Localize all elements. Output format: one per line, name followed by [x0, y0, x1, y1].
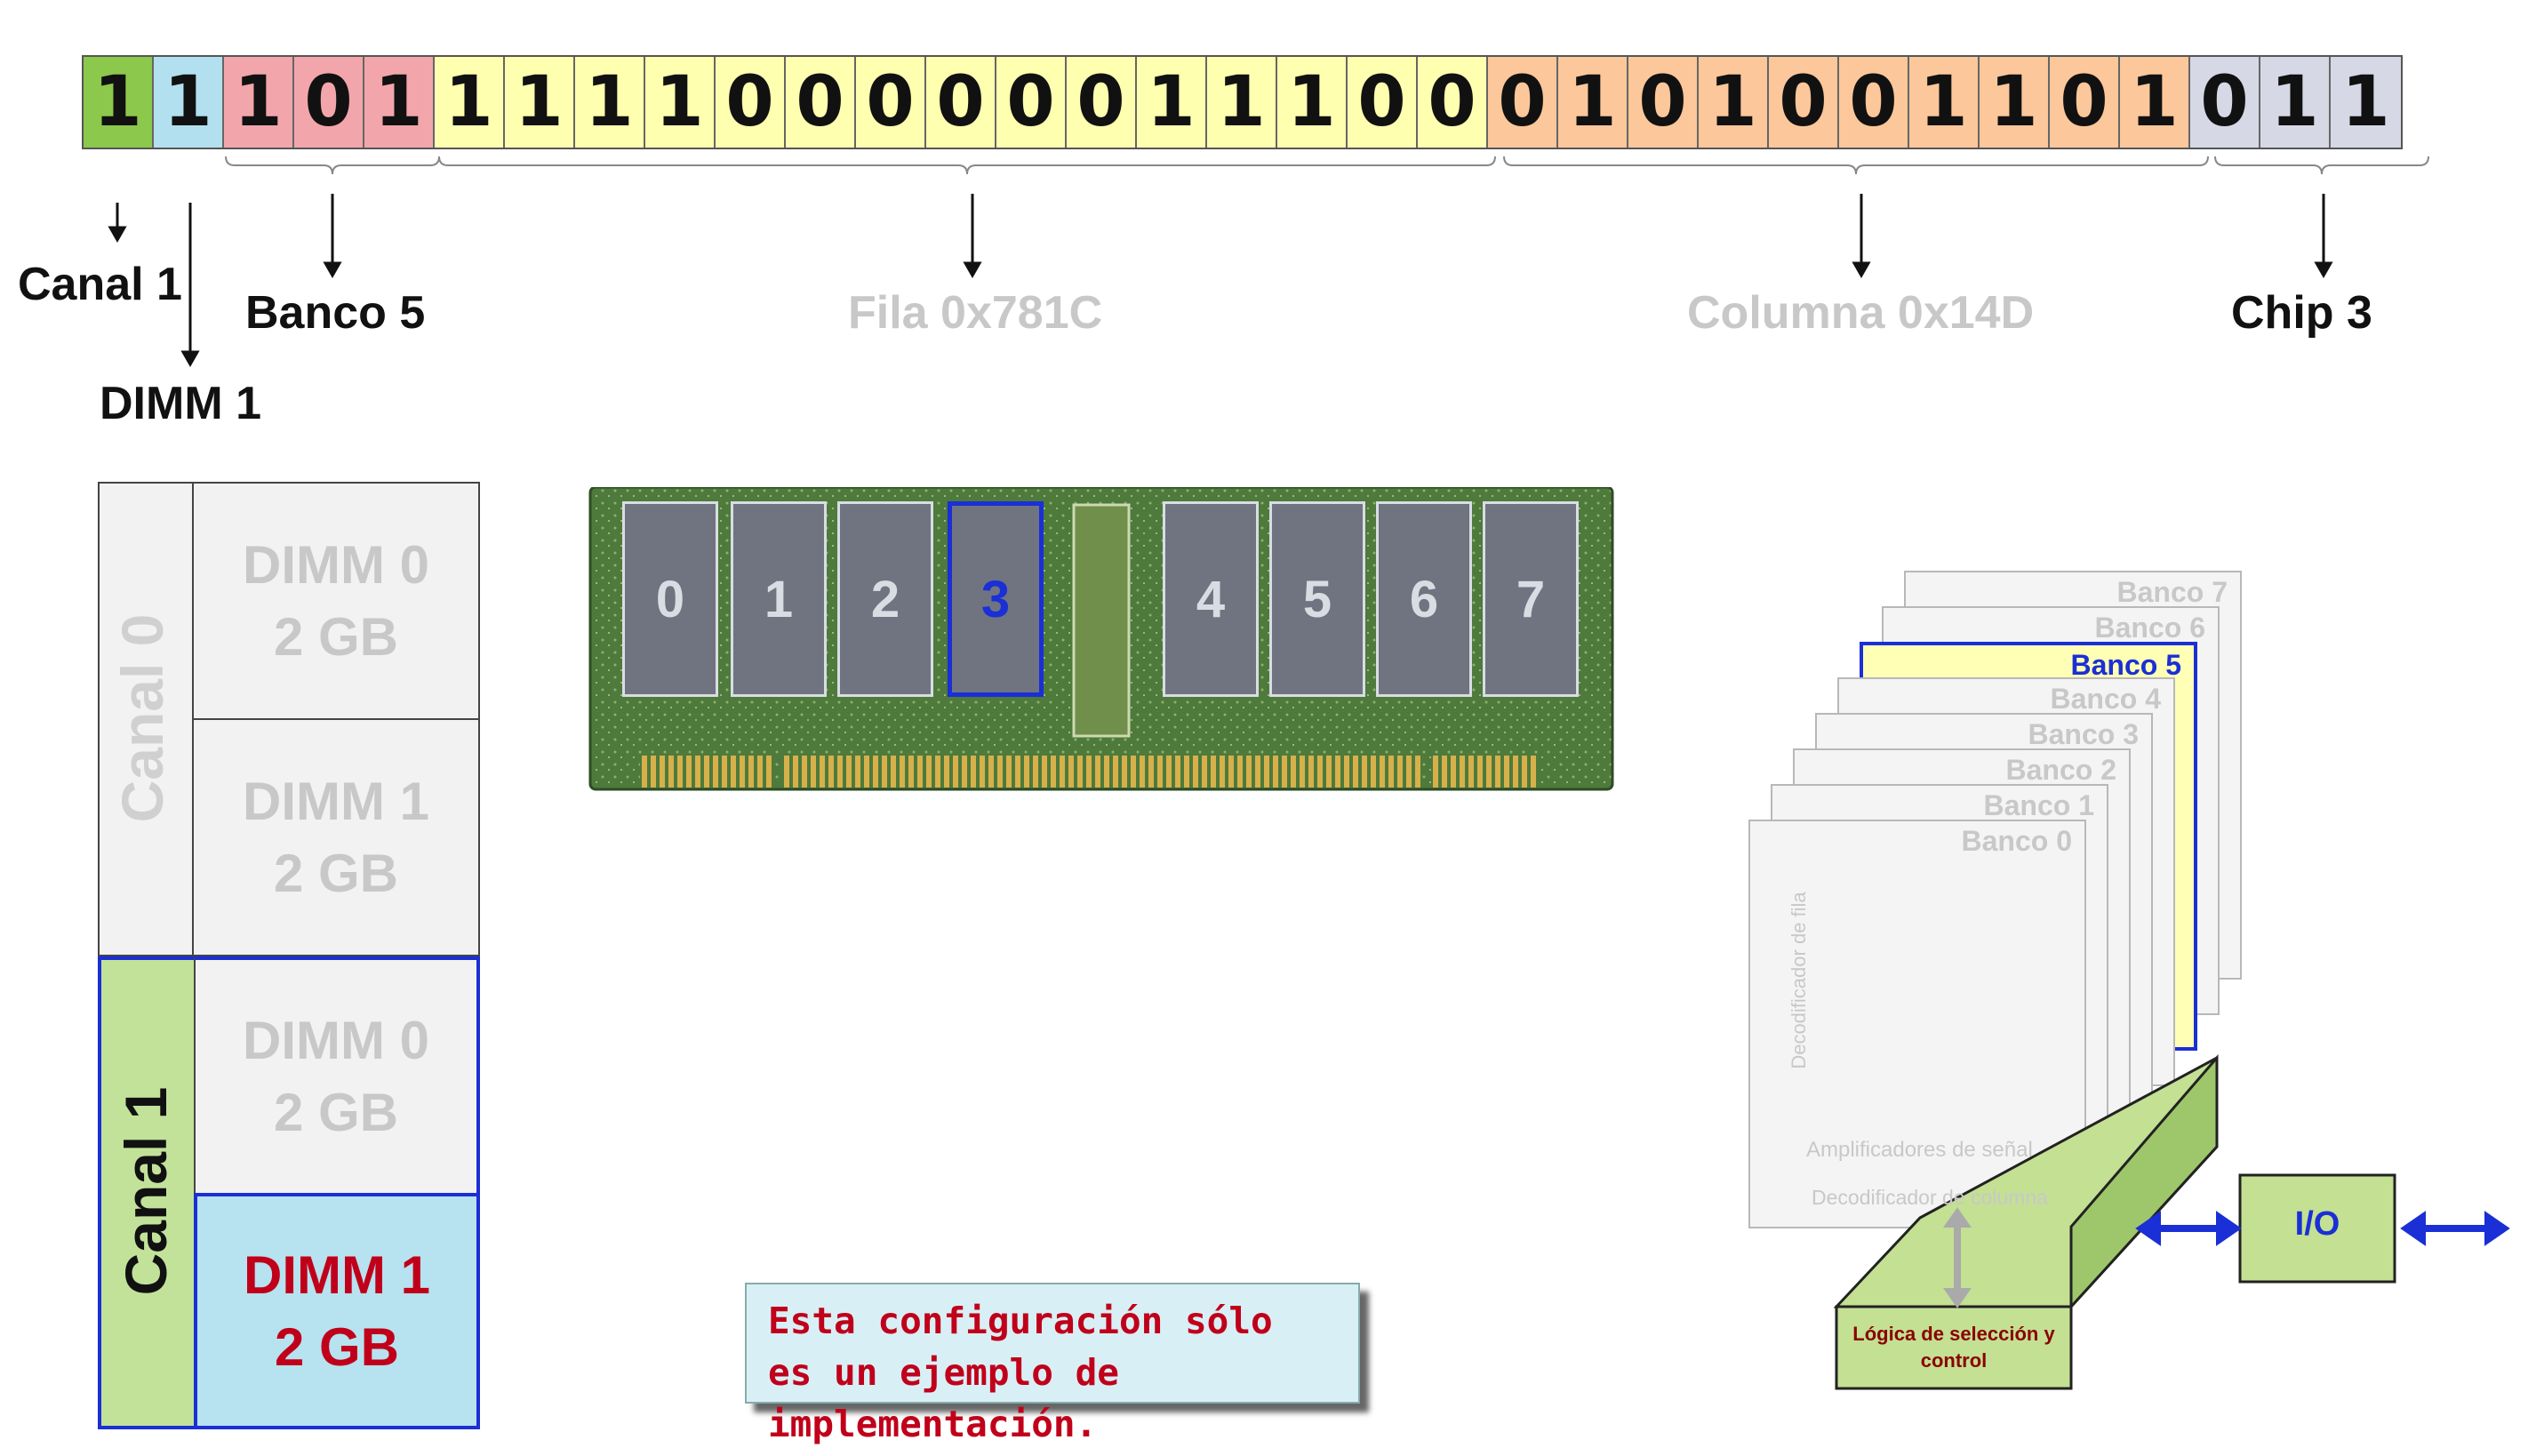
address-bit: 1 [224, 57, 294, 148]
module-chip-label: 6 [1409, 570, 1439, 628]
dimm-cell-1-size: 2 GB [273, 844, 399, 903]
address-bit: 0 [1067, 57, 1137, 148]
dimm-cell-0-size: 2 GB [273, 607, 399, 667]
chip-label: Chip 3 [2231, 287, 2372, 339]
address-bit: 1 [1558, 57, 1628, 148]
module-chip: 4 [1163, 501, 1259, 697]
address-bit: 0 [996, 57, 1067, 148]
dimm-cell-2: DIMM 0 2 GB [194, 956, 480, 1195]
address-bit: 0 [1348, 57, 1418, 148]
module-chip-label: 0 [655, 570, 685, 628]
address-bit: 0 [1769, 57, 1839, 148]
address-bit: 0 [2050, 57, 2120, 148]
dimm-cell-1: DIMM 1 2 GB [192, 718, 480, 956]
implementation-note: Esta configuración sólo es un ejemplo de… [745, 1283, 1360, 1445]
address-bit: 1 [364, 57, 435, 148]
dimm-label: DIMM 1 [100, 378, 261, 429]
dimm-cell-0-name: DIMM 0 [243, 535, 429, 595]
canal1-label: Canal 1 [113, 1086, 179, 1296]
address-bit: 1 [645, 57, 716, 148]
module-chip: 7 [1483, 501, 1579, 697]
module-chip-label: 7 [1516, 570, 1546, 628]
bank-label: Banco 1 [1983, 789, 2094, 821]
address-bit: 0 [1488, 57, 1558, 148]
dimm-table: Canal 0 DIMM 0 2 GB DIMM 1 2 GB Canal 1 … [98, 482, 480, 1429]
logic-label: Lógica de selección y control [1852, 1323, 2055, 1372]
address-bit: 0 [856, 57, 926, 148]
address-bit: 1 [1980, 57, 2050, 148]
dimm-cell-1-name: DIMM 1 [243, 772, 429, 831]
address-bit: 0 [294, 57, 364, 148]
dimm-cell-2-size: 2 GB [273, 1083, 399, 1142]
dimm-cell-0: DIMM 0 2 GB [192, 482, 480, 720]
module-chip-label: 4 [1196, 570, 1226, 628]
bank-label: Banco 2 [2005, 754, 2116, 786]
canal-label: Canal 1 [18, 259, 182, 310]
address-bit: 1 [1699, 57, 1769, 148]
module-chip-label: 3 [980, 570, 1011, 628]
banco-label: Banco 5 [245, 287, 426, 339]
address-bit: 1 [575, 57, 645, 148]
row-decoder-label: Decodificador de fila [1788, 892, 1810, 1069]
dimm-cell-3-size: 2 GB [274, 1317, 400, 1377]
dimm-cell-3-selected: DIMM 1 2 GB [194, 1193, 480, 1429]
module-chip: 1 [731, 501, 827, 697]
address-bit: 1 [1277, 57, 1348, 148]
fila-label: Fila 0x781C [848, 287, 1103, 339]
bank-label: Banco 0 [1961, 825, 2072, 857]
sense-amps-label: Amplificadores de señal [1806, 1138, 2033, 1162]
address-bit: 0 [1839, 57, 1909, 148]
address-bit: 1 [505, 57, 575, 148]
bank-label: Banco 6 [2094, 612, 2205, 644]
bank-logic-diagram [1833, 1053, 2510, 1390]
dimm-cell-2-name: DIMM 0 [243, 1011, 429, 1070]
module-chip-label: 1 [764, 570, 794, 628]
address-bit: 1 [2120, 57, 2190, 148]
address-bit: 1 [1909, 57, 1980, 148]
canal0-cell [98, 482, 194, 956]
module-chip-label: 5 [1302, 570, 1332, 628]
dimm-cell-3-name: DIMM 1 [244, 1245, 430, 1305]
address-bit: 0 [1628, 57, 1699, 148]
bank-label: Banco 3 [2028, 718, 2139, 750]
bank-label: Banco 4 [2050, 683, 2161, 715]
module-chip-label: 2 [870, 570, 900, 628]
address-bit: 1 [1207, 57, 1277, 148]
canal1-cell [98, 956, 196, 1429]
columna-label: Columna 0x14D [1687, 287, 2035, 339]
module-chip: 2 [837, 501, 933, 697]
address-bit: 0 [1418, 57, 1488, 148]
bank-label: Banco 7 [2116, 576, 2228, 608]
address-bit: 1 [84, 57, 154, 148]
address-bit: 1 [2331, 57, 2401, 148]
address-bit: 0 [926, 57, 996, 148]
module-chip: 3 [948, 501, 1044, 697]
address-bit: 1 [435, 57, 505, 148]
address-bit: 1 [154, 57, 224, 148]
field-braces [108, 156, 2429, 368]
address-bit: 1 [1137, 57, 1207, 148]
io-label: I/O [2294, 1205, 2340, 1243]
bank-label: Banco 5 [2070, 649, 2181, 681]
module-chip: 6 [1376, 501, 1472, 697]
address-bit: 0 [716, 57, 786, 148]
canal0-label: Canal 0 [109, 613, 175, 823]
address-bit: 1 [2260, 57, 2331, 148]
module-chip: 5 [1269, 501, 1365, 697]
module-chip: 0 [622, 501, 718, 697]
column-decoder-label: Decodificador de columna [1812, 1186, 2048, 1209]
address-bit: 0 [2190, 57, 2260, 148]
address-bit: 0 [786, 57, 856, 148]
